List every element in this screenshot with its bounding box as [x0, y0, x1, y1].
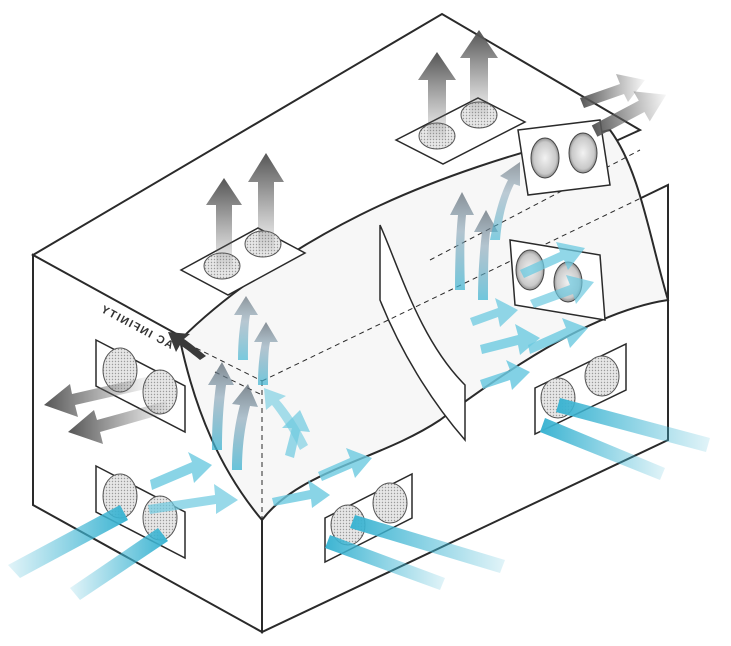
hidden-edge-lines — [179, 149, 669, 632]
interior-intake-arrow — [150, 452, 212, 490]
interior-intake-arrow — [520, 242, 585, 278]
intake-arrow — [325, 535, 445, 590]
exhaust-arrow — [206, 178, 242, 270]
exhaust-arrow — [460, 30, 498, 118]
exhaust-arrow — [248, 153, 284, 252]
interior-intake-arrow — [148, 484, 238, 514]
interior-intake-arrow — [318, 448, 372, 481]
front-left-fan-pair — [324, 472, 413, 564]
rising-arrow — [232, 384, 258, 470]
rising-arrow — [474, 210, 498, 300]
exhaust-arrow — [580, 74, 645, 108]
exhaust-arrow — [68, 401, 170, 444]
interior-intake-arrow — [272, 480, 330, 508]
intake-airflow-arrows — [8, 242, 710, 600]
rising-arrow — [254, 322, 278, 385]
exhaust-arrow — [44, 377, 150, 417]
intake-arrow — [70, 528, 168, 600]
interior-intake-arrow — [480, 324, 540, 355]
rising-arrow — [450, 192, 474, 290]
interior-intake-arrow — [470, 298, 518, 327]
interior-intake-arrow — [528, 318, 588, 354]
exhaust-arrow — [591, 91, 667, 137]
intake-arrow — [8, 505, 128, 578]
rising-arrow — [234, 296, 258, 360]
interior-intake-arrow — [480, 360, 530, 390]
tent-divider-panel — [379, 224, 466, 442]
intake-arrow — [540, 418, 665, 480]
rising-arrow — [264, 388, 308, 450]
exhaust-arrow — [418, 52, 456, 140]
exhaust-airflow-arrows — [44, 30, 667, 444]
inline-fan-upper — [517, 119, 611, 196]
interior-intake-arrow — [530, 275, 594, 308]
exhaust-curve-arrow — [168, 332, 206, 360]
rising-airflow-arrows — [208, 162, 520, 470]
intake-arrow — [556, 398, 710, 452]
rising-arrow — [490, 162, 520, 240]
rising-arrow — [208, 362, 234, 450]
intake-arrow — [350, 515, 505, 573]
